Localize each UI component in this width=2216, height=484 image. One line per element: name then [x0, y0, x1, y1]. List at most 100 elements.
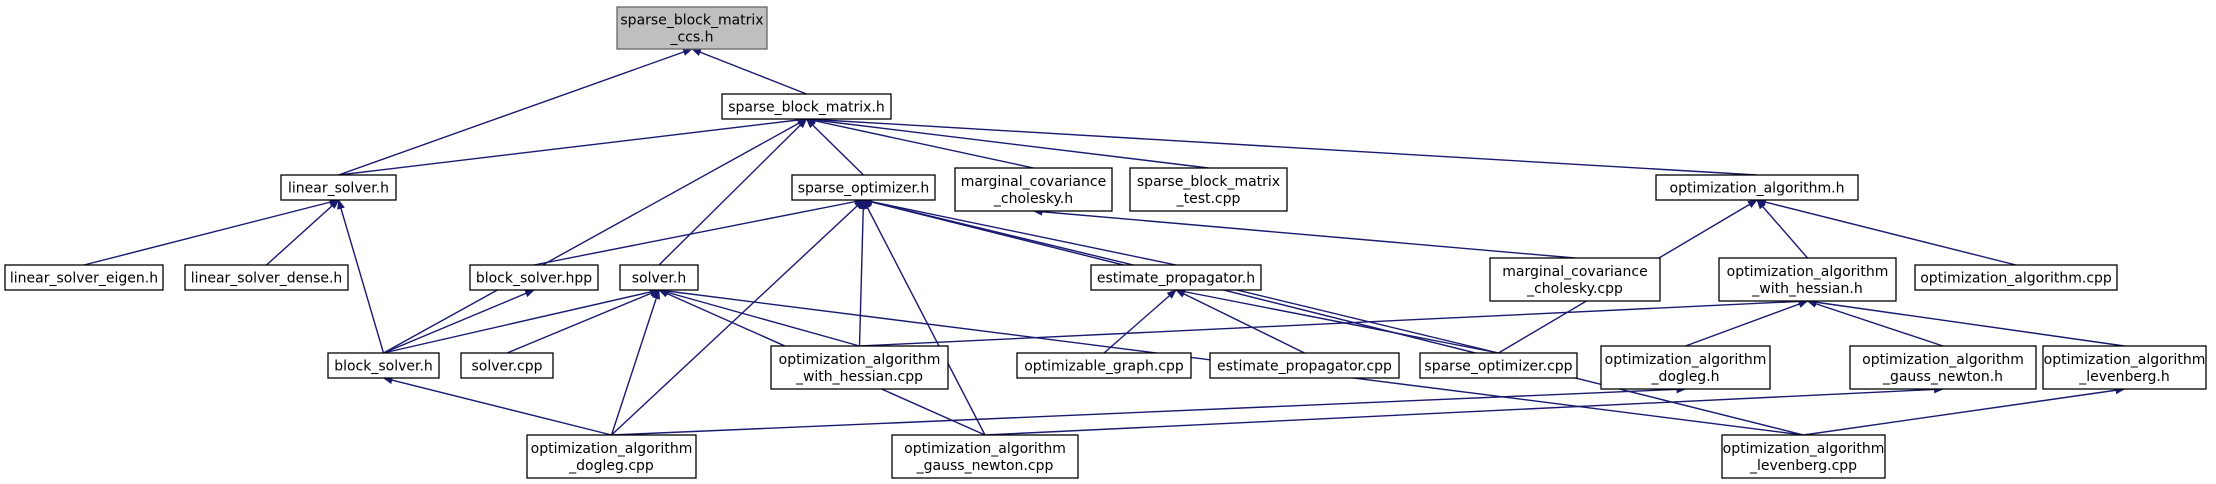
edge-oa_lev_cpp-to-oa_lev_h — [1803, 386, 2126, 436]
node-label: optimization_algorithm — [1862, 352, 2024, 368]
edge-est_prop_h-to-sparse_optimizer_h — [862, 197, 1177, 266]
node-ls-eigen[interactable]: linear_solver_eigen.h — [4, 264, 164, 291]
node-sparse-optimizer-cpp[interactable]: sparse_optimizer.cpp — [1419, 352, 1578, 379]
node-box — [1718, 257, 1897, 302]
node-ls-dense[interactable]: linear_solver_dense.h — [184, 264, 349, 291]
edge-sparse_optimizer_cpp-to-est_prop_h — [1175, 287, 1499, 354]
edge-solver_h-to-sbm_h — [658, 118, 808, 266]
nodes-layer: sparse_block_matrix_ccs.hsparse_block_ma… — [4, 6, 2207, 479]
node-solver-cpp[interactable]: solver.cpp — [460, 352, 554, 379]
edge-est_prop_cpp-to-est_prop_h — [1175, 289, 1305, 354]
node-label: _levenberg.h — [2078, 369, 2170, 385]
edge-oa_dogleg_h-to-oa_hessian_h — [1685, 300, 1809, 347]
node-label: solver.cpp — [471, 359, 542, 375]
node-oa-dogleg-h[interactable]: optimization_algorithm_dogleg.h — [1600, 345, 1771, 390]
node-label: optimization_algorithm — [1727, 264, 1889, 280]
edge-block_solver_h-to-solver_h — [383, 288, 660, 354]
edge-oa_gn_cpp-to-sparse_optimizer_h — [862, 199, 986, 436]
edge-oa_dogleg_cpp-to-oa_dogleg_h — [611, 385, 1687, 436]
node-label: marginal_covariance — [1502, 264, 1647, 280]
node-oa-cpp[interactable]: optimization_algorithm.cpp — [1914, 264, 2118, 291]
node-label: _with_hessian.h — [1751, 281, 1862, 297]
node-block-solver-hpp[interactable]: block_solver.hpp — [469, 264, 599, 291]
node-oa-dogleg-cpp[interactable]: optimization_algorithm_dogleg.cpp — [526, 434, 697, 479]
edge-oa_dogleg_cpp-to-solver_h — [610, 289, 660, 436]
node-root[interactable]: sparse_block_matrix_ccs.h — [616, 6, 768, 50]
node-label: marginal_covariance — [961, 174, 1106, 190]
node-box — [721, 93, 892, 120]
node-oa-hessian-cpp[interactable]: optimization_algorithm_with_hessian.cpp — [770, 345, 949, 390]
edge-oa_hessian_h-to-opt_alg_h — [1756, 199, 1809, 259]
node-label: optimization_algorithm.h — [1670, 181, 1845, 197]
edge-block_solver_h-to-sbm_h — [383, 118, 808, 354]
node-marginal-cov-cpp[interactable]: marginal_covariance_cholesky.cpp — [1489, 257, 1661, 302]
edge-oa_hessian_cpp-to-solver_h — [658, 288, 860, 347]
edge-block_solver_h-to-block_solver_hpp — [383, 289, 535, 354]
node-label: sparse_block_matrix — [1137, 174, 1280, 190]
edge-oa_gn_h-to-oa_hessian_h — [1806, 300, 1944, 347]
node-sbm-test[interactable]: sparse_block_matrix_test.cpp — [1129, 167, 1288, 212]
node-oa-hessian-h[interactable]: optimization_algorithm_with_hessian.h — [1718, 257, 1897, 302]
edge-oa_dogleg_cpp-to-sparse_optimizer_h — [611, 199, 865, 436]
node-oa-gn-h[interactable]: optimization_algorithm_gauss_newton.h — [1849, 345, 2037, 390]
node-box — [1419, 352, 1578, 379]
node-solver-h[interactable]: solver.h — [619, 264, 699, 291]
node-box — [891, 434, 1079, 479]
node-est-prop-h[interactable]: estimate_propagator.h — [1090, 264, 1262, 291]
node-box — [1129, 167, 1288, 212]
node-label: estimate_propagator.cpp — [1217, 359, 1392, 375]
node-label: _levenberg.cpp — [1749, 458, 1857, 474]
node-oa-gn-cpp[interactable]: optimization_algorithm_gauss_newton.cpp — [891, 434, 1079, 479]
node-box — [770, 345, 949, 390]
node-box — [280, 174, 397, 201]
node-label: _cholesky.h — [993, 191, 1073, 207]
node-label: _dogleg.cpp — [568, 458, 654, 474]
node-oa-lev-cpp[interactable]: optimization_algorithm_levenberg.cpp — [1721, 434, 1886, 479]
node-box — [616, 6, 768, 50]
node-box — [2042, 345, 2207, 390]
edge-block_solver_hpp-to-sparse_optimizer_h — [533, 197, 865, 266]
edge-opt_alg_h-to-sbm_h — [805, 115, 1758, 176]
node-label: sparse_optimizer.h — [798, 181, 930, 197]
edge-ls_dense-to-linear_solver_h — [266, 199, 340, 266]
node-box — [327, 352, 440, 379]
edge-marginal_cov_cpp-to-marginal_cov_h — [1032, 207, 1576, 259]
edge-marginal_cov_h-to-sbm_h — [805, 116, 1034, 169]
node-label: linear_solver.h — [288, 181, 389, 197]
node-label: optimization_algorithm — [1723, 441, 1885, 457]
node-box — [1849, 345, 2037, 390]
node-optimizable-graph-cpp[interactable]: optimizable_graph.cpp — [1016, 352, 1192, 379]
node-label: linear_solver_eigen.h — [10, 271, 158, 287]
node-label: sparse_block_matrix.h — [728, 100, 885, 116]
node-box — [619, 264, 699, 291]
node-label: _ccs.h — [669, 30, 713, 46]
edge-oa_dogleg_cpp-to-block_solver_h — [382, 376, 612, 436]
edge-oa_lev_h-to-oa_hessian_h — [1806, 298, 2125, 347]
node-marginal-cov-h[interactable]: marginal_covariance_cholesky.h — [954, 167, 1113, 212]
node-label: optimizable_graph.cpp — [1024, 359, 1184, 375]
node-sbm-h[interactable]: sparse_block_matrix.h — [721, 93, 892, 120]
node-label: optimization_algorithm — [531, 441, 693, 457]
node-box — [1914, 264, 2118, 291]
edge-linear_solver_h-to-root — [338, 48, 693, 176]
node-linear-solver-h[interactable]: linear_solver.h — [280, 174, 397, 201]
edge-oa_hessian_cpp-to-oa_hessian_h — [859, 297, 1809, 347]
node-label: _gauss_newton.h — [1882, 369, 2003, 385]
node-est-prop-cpp[interactable]: estimate_propagator.cpp — [1209, 352, 1400, 379]
edge-linear_solver_h-to-sbm_h — [338, 116, 808, 176]
node-box — [1489, 257, 1661, 302]
node-box — [460, 352, 554, 379]
node-sparse-optimizer-h[interactable]: sparse_optimizer.h — [791, 174, 936, 201]
node-label: _cholesky.cpp — [1526, 281, 1623, 297]
node-block-solver-h[interactable]: block_solver.h — [327, 352, 440, 379]
node-label: _test.cpp — [1176, 191, 1241, 207]
node-oa-lev-h[interactable]: optimization_algorithm_levenberg.h — [2042, 345, 2207, 390]
edge-block_solver_h-to-linear_solver_h — [337, 199, 385, 354]
node-label: optimization_algorithm — [1605, 352, 1767, 368]
edge-oa_lev_cpp-to-sparse_optimizer_h — [862, 198, 1804, 436]
node-label: linear_solver_dense.h — [191, 271, 343, 287]
node-box — [1090, 264, 1262, 291]
node-opt-alg-h[interactable]: optimization_algorithm.h — [1655, 174, 1859, 201]
edge-oa_hessian_cpp-to-sparse_optimizer_h — [858, 199, 868, 347]
node-box — [1016, 352, 1192, 379]
